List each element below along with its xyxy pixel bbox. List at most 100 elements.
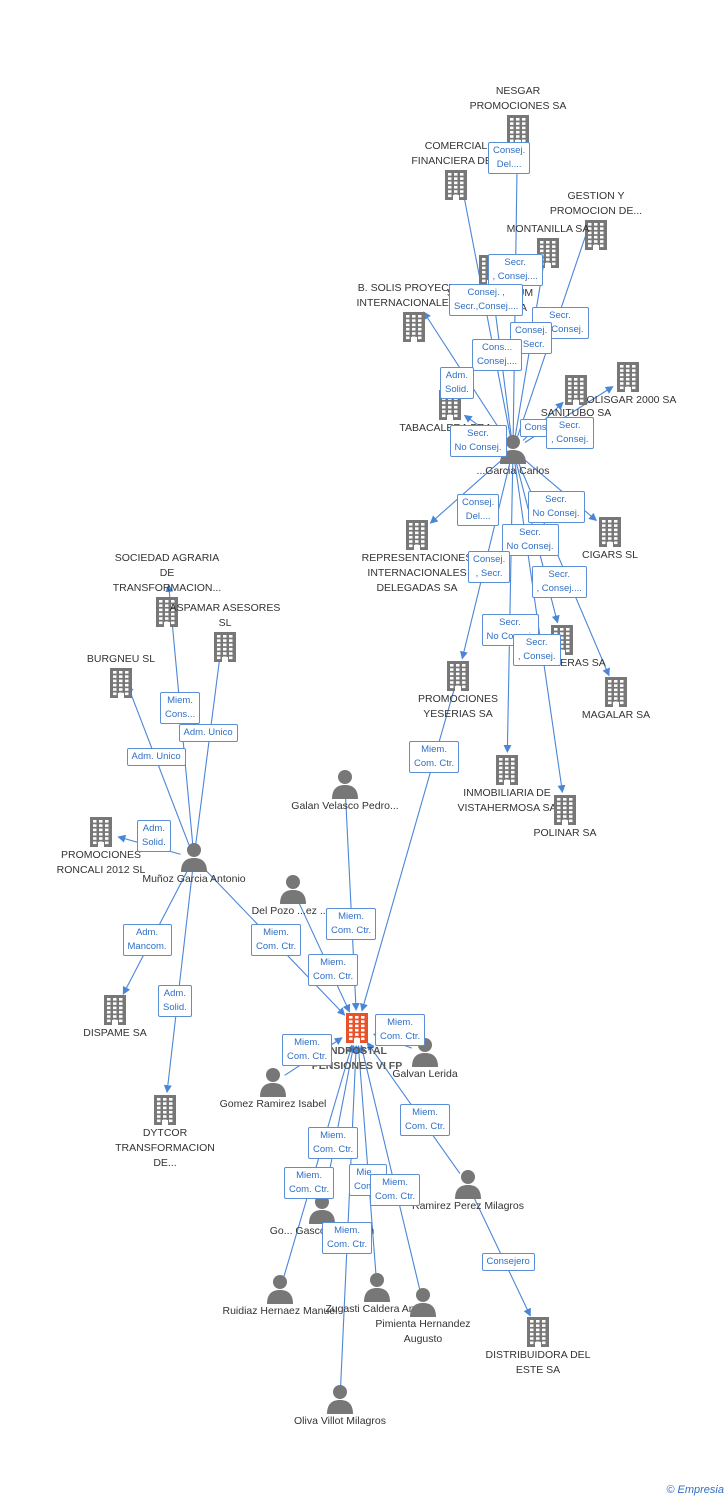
person-node-ramirez[interactable]: Ramirez Perez Milagros [408,1169,528,1214]
node-label: Ramirez Perez Milagros [411,1200,525,1212]
company-node-sanitubo[interactable]: SANITUBO SA [516,374,636,421]
building-icon [447,754,567,786]
edge-role-label: Adm.Mancom. [122,924,172,956]
company-node-dispame[interactable]: DISPAME SA [55,994,175,1041]
node-label: POLINAR SA [533,827,597,839]
node-label: Muñoz Garcia Antonio [142,873,246,885]
edge-role-label: Secr.No Consej. [449,425,507,457]
copyright-symbol: © [666,1484,675,1496]
edge-role-label: Miem.Com. Ctr. [375,1014,426,1046]
node-label: SOLISGAR 2000 SA [579,394,677,406]
company-node-polinar[interactable]: POLINAR SA [505,794,625,841]
company-node-burgneu[interactable]: BURGNEU SL [61,652,181,699]
node-label: DYTCOR TRANSFORMACION DE... [115,1127,215,1169]
node-label: NESGAR PROMOCIONES SA [469,85,567,112]
node-label: MAGALAR SA [581,709,651,721]
edge-role-label: Secr.No Consej. [501,524,559,556]
company-node-aspamar[interactable]: ASPAMAR ASESORES SL [165,601,285,663]
node-label: Pimienta Hernandez Augusto [375,1318,471,1345]
edge-role-label: Miem.Com. Ctr. [308,1127,359,1159]
edge-role-label: Miem.Com. Ctr. [308,954,359,986]
company-node-distribuidora[interactable]: DISTRIBUIDORA DEL ESTE SA [478,1316,598,1378]
edge-role-label: Consejero [481,1253,535,1271]
edge-role-label: Miem.Com. Ctr. [370,1174,421,1206]
node-label: DISPAME SA [83,1027,147,1039]
node-label: B. SOLIS PROYECTOS INTERNACIONALES SL [356,282,472,309]
edge-role-label: Miem.Cons... [160,692,201,724]
node-label: BURGNEU SL [86,653,156,665]
company-node-solisgar[interactable]: SOLISGAR 2000 SA [568,361,688,408]
company-node-representaciones[interactable]: REPRESENTACIONES INTERNACIONALES DELEGAD… [357,519,477,596]
edge-role-label: Miem.Com. Ctr. [409,741,460,773]
company-node-nesgar[interactable]: NESGAR PROMOCIONES SA [458,84,578,146]
person-node-garcia[interactable]: ...Garcia Carlos [453,434,573,479]
edge-munoz-dytcor [163,871,193,1094]
edge-garcia-polinar [514,463,566,794]
person-icon [285,769,405,799]
building-icon [478,1316,598,1348]
company-node-cigars[interactable]: CIGARS SL [550,516,670,563]
edge-role-label: Adm.Solid. [158,985,192,1017]
person-node-pimienta[interactable]: Pimienta Hernandez Augusto [363,1287,483,1347]
company-node-inmobiliaria[interactable]: INMOBILIARIA DE VISTAHERMOSA SA [447,754,567,816]
node-label: Zugasti Caldera Angel [325,1303,429,1315]
edge-ruidiaz-center [283,1044,354,1277]
person-icon [134,842,254,872]
company-node-bsolis[interactable]: B. SOLIS PROYECTOS INTERNACIONALES SL [354,281,474,343]
node-label: SANITUBO SA [540,407,612,419]
edge-role-label: Miem.Com. Ctr. [284,1167,335,1199]
building-icon [536,219,656,251]
node-label: GESTION Y PROMOCION DE... [549,190,643,217]
edge-role-label: Miem.Com. Ctr. [400,1104,451,1136]
center-company-node[interactable]: INDPOSTAL PENSIONES VI FP [297,1012,417,1074]
edge-role-label: Miem.Com. Ctr. [251,924,302,956]
company-node-roncali[interactable]: PROMOCIONES RONCALI 2012 SL [41,816,161,878]
person-node-oliva[interactable]: Oliva Villot Milagros [280,1384,400,1429]
node-label: PROMOCIONES RONCALI 2012 SL [56,849,146,876]
person-node-delpozo[interactable]: Del Pozo ...ez ...n [233,874,353,919]
node-label: ASPAMAR ASESORES SL [169,602,281,629]
building-icon [556,676,676,708]
person-node-gomez[interactable]: Gomez Ramirez Isabel [213,1067,333,1112]
building-icon [398,660,518,692]
building-icon [568,361,688,393]
person-icon [408,1169,528,1199]
person-node-galvan[interactable]: Galvan Lerida [365,1037,485,1082]
node-label: COMERCIAL FINANCIERA DE... [411,140,501,167]
node-label: ...Garcia Carlos [476,465,550,477]
node-label: DISTRIBUIDORA DEL ESTE SA [485,1349,591,1376]
building-icon [41,816,161,848]
company-node-gestion[interactable]: GESTION Y PROMOCION DE... [536,189,656,251]
person-node-ruidiaz[interactable]: Ruidiaz Hernaez Manuel [220,1274,340,1319]
edge-pimienta-center [358,1044,421,1290]
person-node-zugasti[interactable]: Zugasti Caldera Angel [317,1272,437,1317]
node-label: REPRESENTACIONES INTERNACIONALES DELEGAD… [361,552,473,594]
building-icon [105,1094,225,1126]
building-icon [357,519,477,551]
node-label: INDPOSTAL PENSIONES VI FP [311,1045,403,1072]
building-icon [107,596,227,628]
person-node-munoz[interactable]: Muñoz Garcia Antonio [134,842,254,887]
person-node-galan[interactable]: Galan Velasco Pedro... [285,769,405,814]
edge-role-label: Miem.Com. Ctr. [326,908,377,940]
edge-oliva-center [340,1044,360,1387]
edge-role-label: Consej.Del.... [457,494,500,526]
edge-role-label: Adm. Unico [178,724,238,742]
company-node-dytcor[interactable]: DYTCOR TRANSFORMACION DE... [105,1094,225,1171]
company-node-sociedad[interactable]: SOCIEDAD AGRARIA DE TRANSFORMACION... [107,551,227,628]
building-icon [354,311,474,343]
edge-role-label: Adm.Solid. [440,367,474,399]
node-label: Galvan Lerida [392,1068,458,1080]
person-icon [317,1272,437,1302]
building-icon [505,794,625,826]
company-node-comercial[interactable]: COMERCIAL FINANCIERA DE... [396,139,516,201]
edge-role-label: Secr., Consej. [513,634,561,666]
edge-role-label: Cons...Consej.... [472,339,523,371]
node-label: Gomez Ramirez Isabel [219,1098,327,1110]
building-icon [165,631,285,663]
building-icon [396,169,516,201]
edge-role-label: Miem.Com. Ctr. [322,1222,373,1254]
building-icon [55,994,175,1026]
company-node-yeserias[interactable]: PROMOCIONES YESERIAS SA [398,660,518,722]
company-node-magalar[interactable]: MAGALAR SA [556,676,676,723]
